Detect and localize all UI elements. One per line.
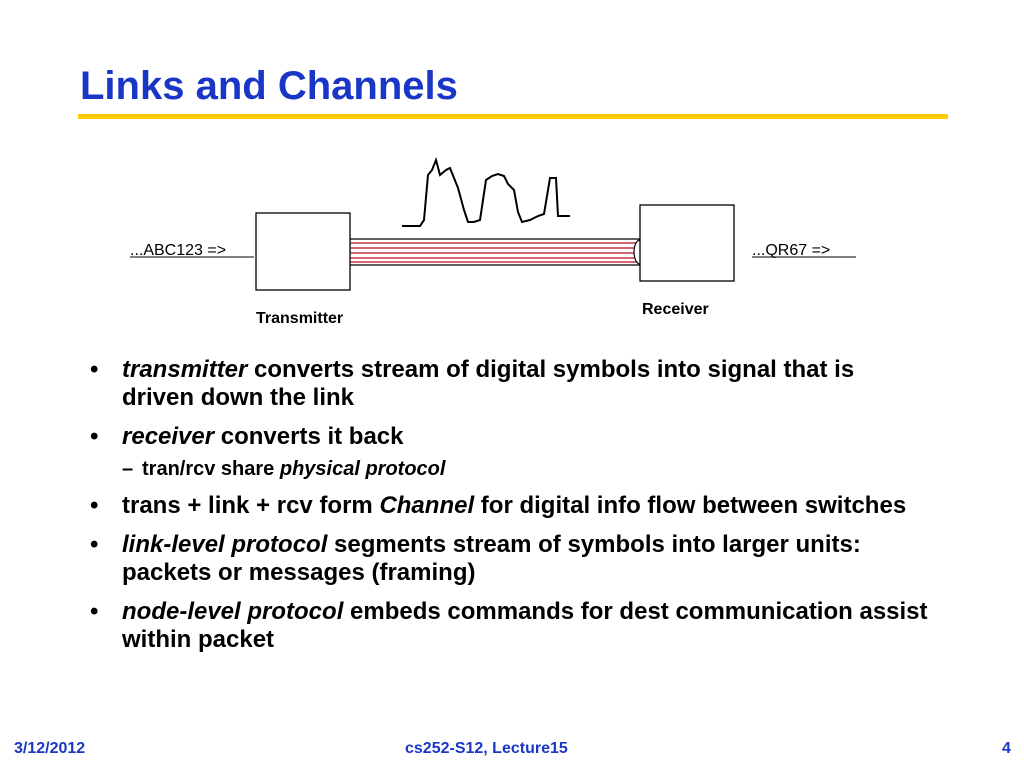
input-stream-label: ...ABC123 => <box>130 242 226 259</box>
bullet-emphasis: node-level protocol <box>122 598 344 625</box>
bullet-text: for digital info flow between switches <box>474 492 907 519</box>
bullet-text: converts stream of digital symbols into … <box>122 356 855 411</box>
page-number: 4 <box>1002 740 1011 757</box>
receiver-label: Receiver <box>642 301 709 318</box>
bullet-emphasis: receiver <box>122 423 215 450</box>
bullet-emphasis: link-level protocol <box>122 531 328 558</box>
signal-waveform <box>402 156 570 227</box>
slide-title: Links and Channels <box>80 64 458 108</box>
sub-bullet-emphasis: physical protocol <box>279 458 446 480</box>
sub-bullet-item: – tran/rcv share physical protocol <box>122 458 446 480</box>
bullet-item: • transmitter converts stream of digital… <box>90 356 855 411</box>
receiver-box <box>639 204 735 282</box>
output-stream-label: ...QR67 => <box>752 242 830 259</box>
transmitter-box <box>255 212 351 291</box>
bullet-text: embeds commands for dest communication a… <box>122 598 928 653</box>
transmitter-label: Transmitter <box>256 310 343 327</box>
title-underline <box>78 114 948 119</box>
footer-date: 3/12/2012 <box>14 740 86 757</box>
bullet-text: segments stream of symbols into larger u… <box>122 531 861 586</box>
link-cable <box>321 238 647 266</box>
bullet-text: converts it back <box>214 423 404 450</box>
link-diagram: ...ABC123 => ...QR67 => Transmitter Rece… <box>130 156 856 327</box>
sub-bullet-list: – tran/rcv share physical protocol <box>122 457 930 481</box>
sub-bullet-text: tran/rcv share <box>142 458 280 480</box>
footer-course: cs252-S12, Lecture15 <box>405 740 568 757</box>
bullet-item: • receiver converts it back – tran/rcv s… <box>90 423 930 481</box>
bullet-emphasis: transmitter <box>122 356 248 383</box>
bullet-text: trans + link + rcv form <box>122 492 380 519</box>
bullet-item: • link-level protocol segments stream of… <box>90 531 861 586</box>
bullet-item: • node-level protocol embeds commands fo… <box>90 598 928 653</box>
bullet-emphasis: Channel <box>379 492 475 519</box>
bullet-list: • transmitter converts stream of digital… <box>90 356 930 665</box>
bullet-item: • trans + link + rcv form Channel for di… <box>90 492 907 519</box>
